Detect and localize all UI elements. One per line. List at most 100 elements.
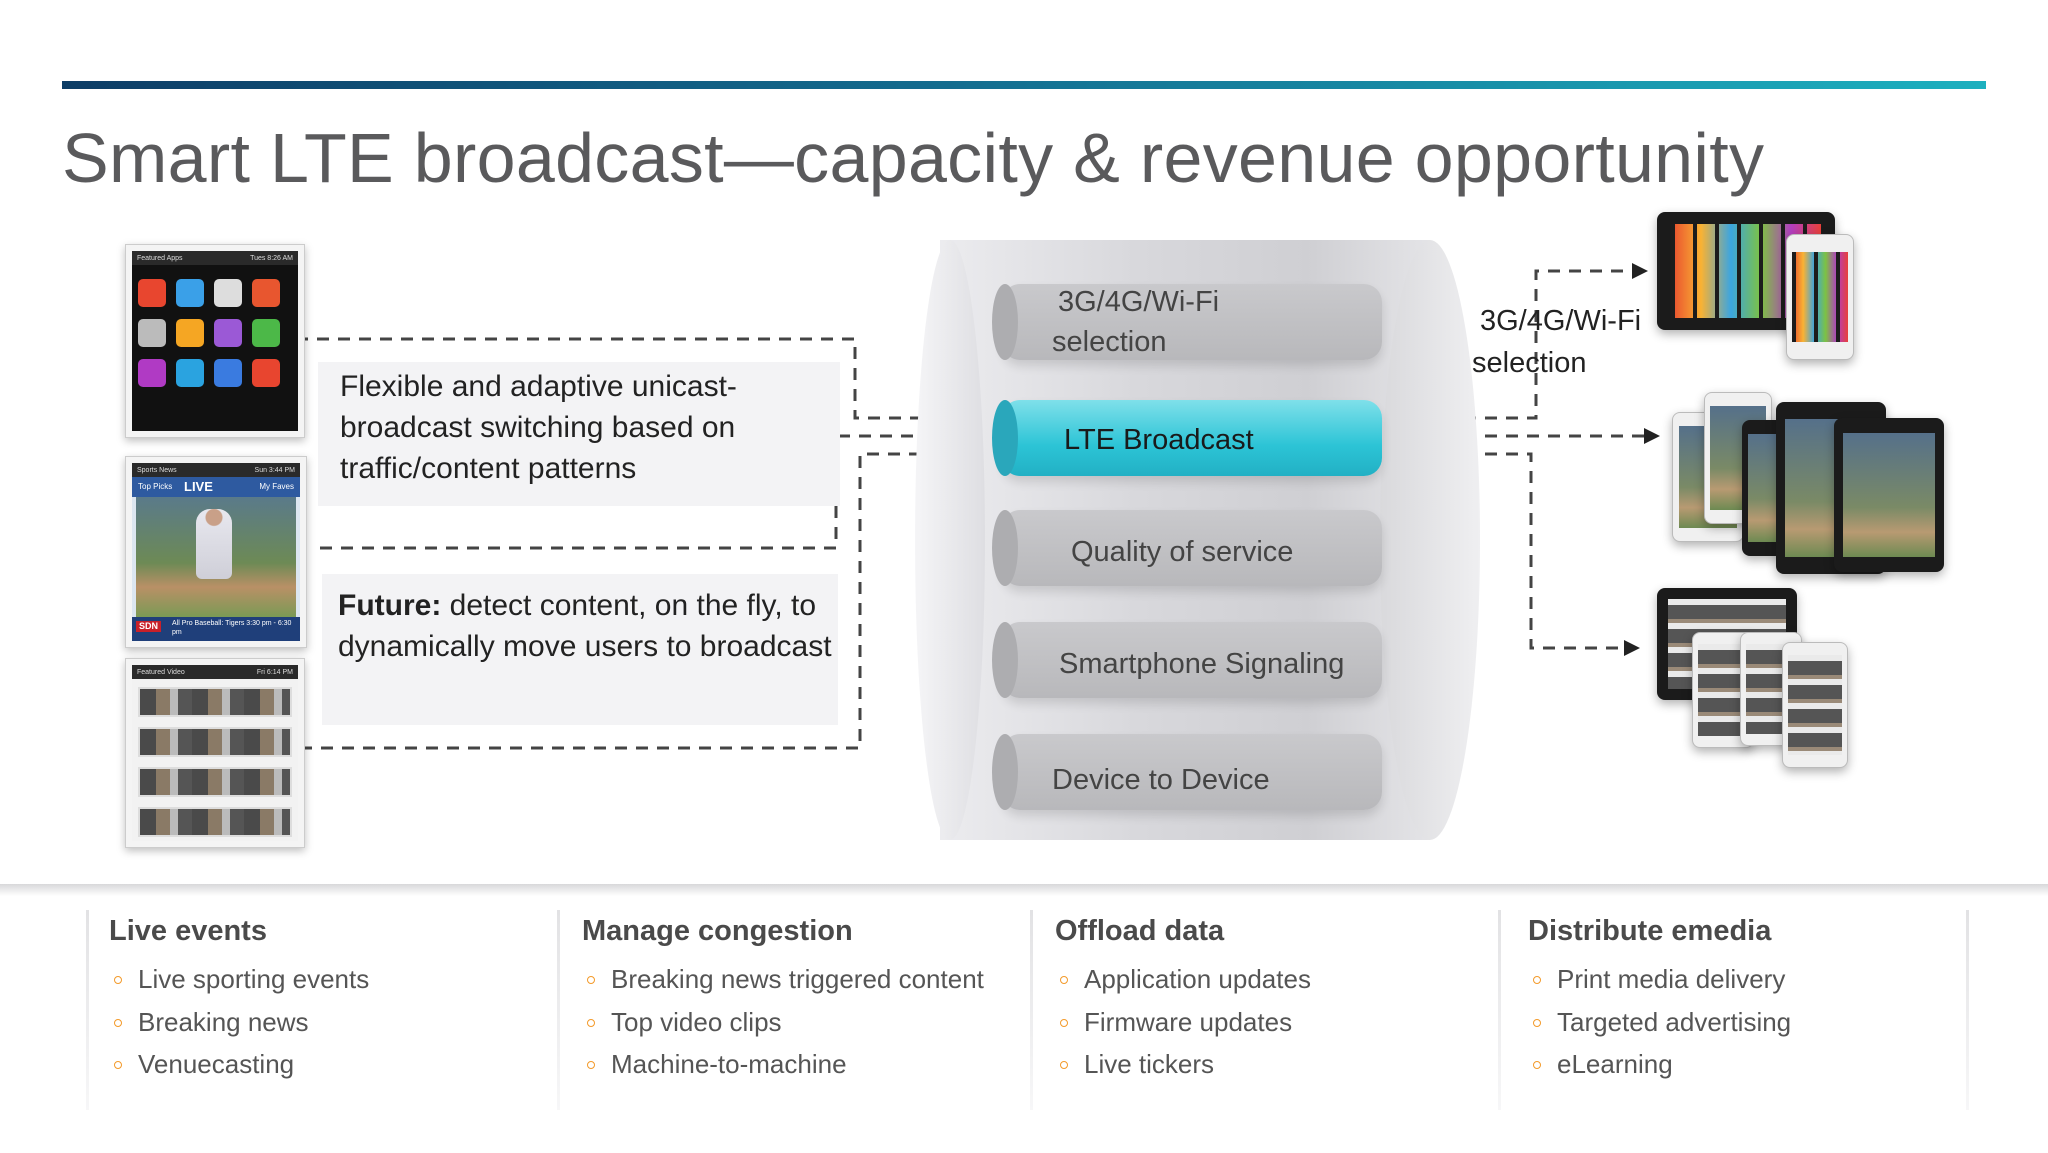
phone-device: [1786, 234, 1854, 360]
use-case-live-events: Live events Live sporting events Breakin…: [109, 915, 549, 1086]
phone-screen: [1788, 655, 1842, 755]
connector-phone1: [296, 337, 1005, 420]
switching-callout: Flexible and adaptive unicast-broadcast …: [318, 362, 840, 506]
future-callout: Future: detect content, on the fly, to d…: [322, 574, 838, 725]
column-heading: Manage congestion: [582, 915, 853, 947]
list-item: Targeted advertising: [1528, 1001, 1968, 1044]
tab-strip: Top Picks LIVE My Faves: [132, 477, 300, 497]
phone-header-left: Featured Video: [137, 668, 185, 676]
list-item: Live tickers: [1055, 1043, 1495, 1086]
switching-callout-text: Flexible and adaptive unicast-broadcast …: [340, 370, 737, 485]
arrow-mid: [1644, 428, 1660, 444]
list-item: eLearning: [1528, 1043, 1968, 1086]
layer-label: LTE Broadcast: [1064, 424, 1254, 456]
program-info: All Pro Baseball: Tigers 3:30 pm - 6:30 …: [172, 620, 292, 636]
camera-app-icon: [138, 279, 166, 307]
layer-quality-of-service: Quality of service: [992, 510, 1382, 586]
contacts-app-icon: [214, 279, 242, 307]
layer-smartphone-signaling: Smartphone Signaling: [992, 622, 1382, 698]
section-separator: [0, 884, 2048, 896]
phone-screen: [1792, 252, 1848, 342]
list-item: Top video clips: [582, 1001, 1022, 1044]
arrow-bottom: [1624, 640, 1640, 656]
column-divider: [557, 910, 560, 1110]
layer-cap: [992, 284, 1018, 360]
layer-lte-broadcast: LTE Broadcast: [992, 400, 1382, 476]
tablet-screen: [1842, 433, 1936, 557]
list-item: Print media delivery: [1528, 958, 1968, 1001]
future-text: detect content, on the fly, to dynamical…: [338, 589, 832, 663]
layer-label-line1: 3G/4G/Wi-Fi: [1058, 286, 1220, 318]
layer-device-to-device: Device to Device: [992, 734, 1382, 810]
phone-featured-video: Featured Video Fri 6:14 PM: [125, 658, 305, 848]
list-item: Breaking news: [109, 1001, 549, 1044]
phone-header-left: Featured Apps: [137, 254, 183, 262]
phone-device: [1782, 642, 1848, 768]
clock-app-icon: [176, 319, 204, 347]
layer-cap: [992, 734, 1018, 810]
phone-header-right: Tues 8:26 AM: [250, 254, 293, 262]
news-app-icon: [252, 279, 280, 307]
thumbs-up-app-icon: [214, 359, 242, 387]
column-divider: [1966, 910, 1969, 1110]
app-grid: [132, 265, 298, 401]
phone-screen: Featured Video Fri 6:14 PM: [132, 665, 298, 841]
arrow-top: [1632, 263, 1648, 279]
slide-title: Smart LTE broadcast—capacity & revenue o…: [62, 119, 1765, 197]
title-accent-bar: [62, 81, 1986, 89]
side-label-line1: 3G/4G/Wi-Fi: [1480, 305, 1642, 337]
list-item: Application updates: [1055, 958, 1495, 1001]
tab-live: LIVE: [184, 479, 213, 494]
phone-status-bar: Featured Video Fri 6:14 PM: [132, 665, 298, 679]
layer-wifi-selection: 3G/4G/Wi-Fi selection: [992, 284, 1382, 360]
column-list: Live sporting events Breaking news Venue…: [109, 958, 549, 1086]
maps-app-icon: [138, 359, 166, 387]
use-case-distribute-emedia: Distribute emedia Print media delivery T…: [1528, 915, 1968, 1086]
tab-my-faves: My Faves: [259, 482, 294, 491]
program-footer: SDN All Pro Baseball: Tigers 3:30 pm - 6…: [132, 617, 300, 641]
music-app-icon: [214, 319, 242, 347]
phone-screen: Featured Apps Tues 8:26 AM: [132, 251, 298, 431]
batter-figure: [196, 509, 232, 579]
column-list: Application updates Firmware updates Liv…: [1055, 958, 1495, 1086]
future-label: Future:: [338, 589, 442, 622]
baseball-image: [136, 497, 296, 617]
column-heading: Offload data: [1055, 915, 1225, 947]
list-item: Machine-to-machine: [582, 1043, 1022, 1086]
broadcast-diagram: Featured Apps Tues 8:26 AM Spor: [125, 212, 1944, 848]
list-item: Firmware updates: [1055, 1001, 1495, 1044]
cylinder-right-edge: [1380, 240, 1480, 840]
column-divider: [86, 910, 89, 1110]
video-row: [138, 687, 292, 717]
list-item: Breaking news triggered content: [582, 958, 1022, 1001]
layer-label-line2: selection: [1052, 326, 1167, 358]
use-case-offload-data: Offload data Application updates Firmwar…: [1055, 915, 1495, 1086]
column-heading: Distribute emedia: [1528, 915, 1772, 947]
food-app-icon: [252, 359, 280, 387]
weather-app-icon: [176, 359, 204, 387]
layer-label: Smartphone Signaling: [1059, 648, 1345, 680]
phone-header-right: Sun 3:44 PM: [254, 466, 295, 474]
column-list: Print media delivery Targeted advertisin…: [1528, 958, 1968, 1086]
layer-label: Quality of service: [1071, 536, 1294, 568]
tab-top-picks: Top Picks: [138, 482, 173, 491]
phone-featured-apps: Featured Apps Tues 8:26 AM: [125, 244, 305, 438]
list-item: Venuecasting: [109, 1043, 549, 1086]
column-divider: [1498, 910, 1501, 1110]
layer-cap: [992, 400, 1018, 476]
list-item: Live sporting events: [109, 958, 549, 1001]
column-heading: Live events: [109, 915, 267, 947]
phone-status-bar: Sports News Sun 3:44 PM: [132, 463, 300, 477]
video-row: [138, 727, 292, 757]
phone-status-bar: Featured Apps Tues 8:26 AM: [132, 251, 298, 265]
layer-label: Device to Device: [1052, 764, 1270, 796]
cylinder-left-edge: [915, 240, 985, 840]
tablet-device: [1834, 418, 1944, 572]
video-row: [138, 767, 292, 797]
column-divider: [1030, 910, 1033, 1110]
phone-screen: [1697, 644, 1749, 736]
download-app-icon: [252, 319, 280, 347]
layer-cap: [992, 510, 1018, 586]
phone-header-left: Sports News: [137, 466, 177, 474]
use-case-manage-congestion: Manage congestion Breaking news triggere…: [582, 915, 1022, 1086]
